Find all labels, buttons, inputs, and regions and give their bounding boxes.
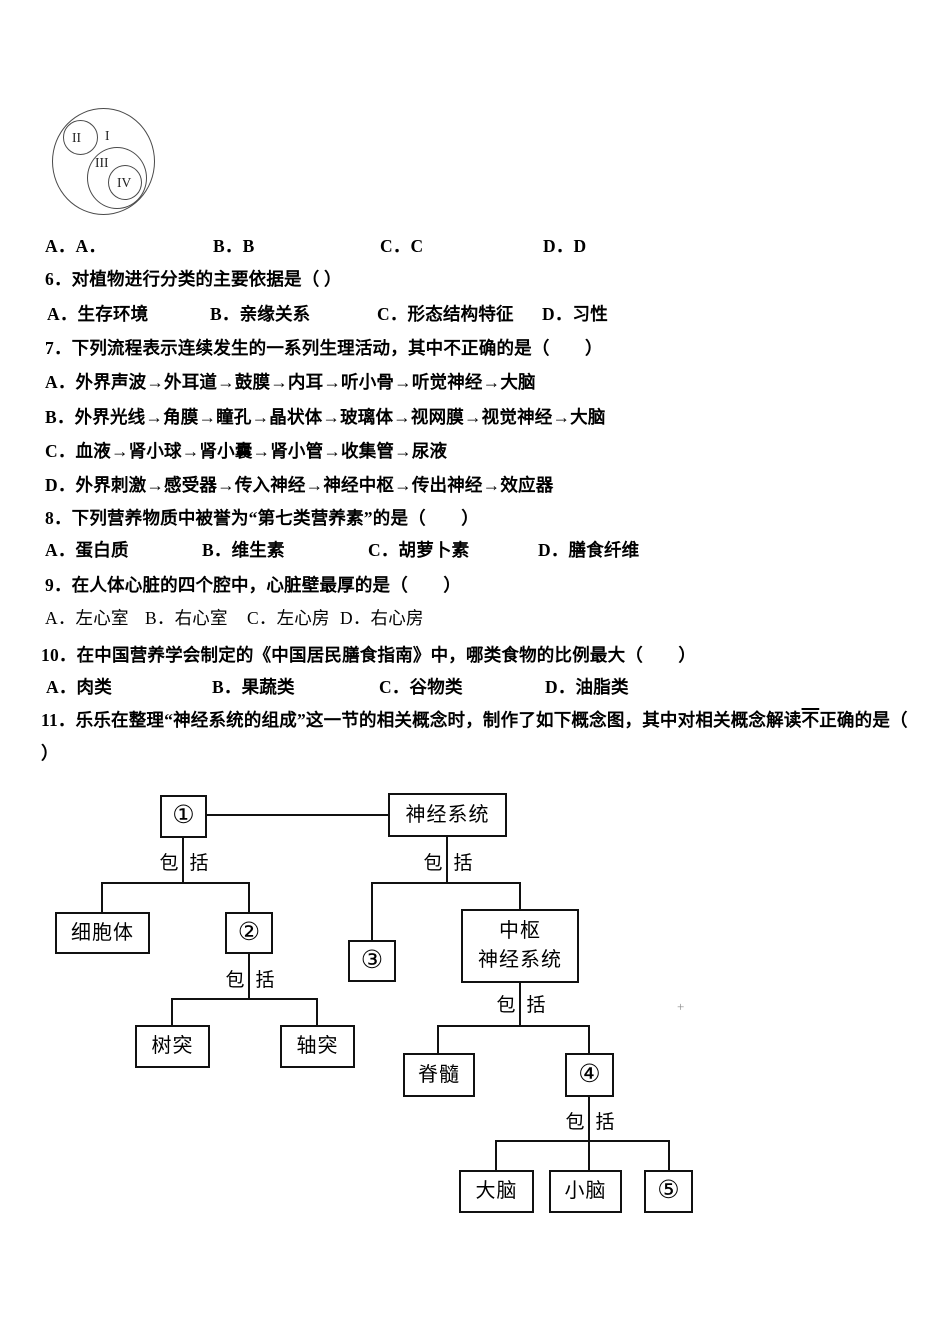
question-7-option-d: D．外界刺激→感受器→传入神经→神经中枢→传出神经→效应器 bbox=[45, 475, 554, 495]
question-6-option-c: C．形态结构特征 bbox=[377, 304, 514, 324]
include-char-kuo: 括 bbox=[453, 853, 473, 874]
question-8-stem: 8．下列营养物质中被誉为“第七类营养素”的是（ ） bbox=[45, 508, 479, 528]
connector-line bbox=[519, 983, 521, 1027]
include-char-bao: 包 bbox=[496, 995, 516, 1016]
question-6-stem: 6．对植物进行分类的主要依据是（ ） bbox=[45, 269, 342, 289]
question-9-option-a: A．左心室 bbox=[45, 608, 129, 628]
connector-line bbox=[171, 998, 318, 1000]
connector-line bbox=[101, 882, 250, 884]
venn-circle-IV bbox=[108, 165, 142, 200]
include-char-bao: 包 bbox=[225, 970, 245, 991]
concept-node-cerebellum: 小脑 bbox=[549, 1170, 622, 1213]
edge-label-include: 包括 bbox=[496, 996, 545, 1015]
question-10-option-c: C．谷物类 bbox=[379, 677, 463, 697]
connector-line bbox=[495, 1140, 497, 1171]
connector-line bbox=[446, 837, 448, 884]
question-6-option-a: A．生存环境 bbox=[47, 304, 149, 324]
concept-node-cerebrum: 大脑 bbox=[459, 1170, 534, 1213]
question-6-option-d: D．习性 bbox=[542, 304, 608, 324]
question-10-option-a: A．肉类 bbox=[46, 677, 112, 697]
concept-node-nervous-system: 神经系统 bbox=[388, 793, 507, 837]
question-9-stem: 9．在人体心脏的四个腔中，心脏壁最厚的是（ ） bbox=[45, 575, 462, 595]
central-line2: 神经系统 bbox=[478, 949, 562, 971]
connector-line bbox=[588, 1097, 590, 1142]
question-10-option-d: D．油脂类 bbox=[545, 677, 629, 697]
concept-node-3: ③ bbox=[348, 940, 396, 982]
concept-node-5: ⑤ bbox=[644, 1170, 693, 1213]
central-line1: 中枢 bbox=[499, 920, 541, 942]
question-11-stem-after: 正确的是（ bbox=[819, 710, 908, 730]
question-10-option-b: B．果蔬类 bbox=[212, 677, 295, 697]
answer-row-option-b: B．B bbox=[213, 236, 255, 256]
connector-line bbox=[437, 1025, 439, 1054]
edge-label-include: 包括 bbox=[159, 854, 208, 873]
answer-row-option-a: A．A． bbox=[45, 236, 107, 256]
concept-node-axon: 轴突 bbox=[280, 1025, 355, 1068]
concept-node-central-nervous-system: 中枢神经系统 bbox=[461, 909, 579, 983]
venn-label-I: I bbox=[105, 128, 110, 143]
include-char-kuo: 括 bbox=[255, 970, 275, 991]
answer-row-option-d: D．D bbox=[543, 236, 587, 256]
include-char-kuo: 括 bbox=[595, 1112, 615, 1133]
question-8-option-c: C．胡萝卜素 bbox=[368, 540, 470, 560]
concept-node-dendrite: 树突 bbox=[135, 1025, 210, 1068]
include-char-kuo: 括 bbox=[526, 995, 546, 1016]
concept-node-2: ② bbox=[225, 912, 273, 954]
connector-line bbox=[248, 882, 250, 912]
question-10-stem: 10．在中国营养学会制定的《中国居民膳食指南》中，哪类食物的比例最大（ ） bbox=[41, 645, 697, 665]
venn-label-IV: IV bbox=[117, 175, 132, 190]
question-11-stem-before: 11．乐乐在整理“神经系统的组成”这一节的相关概念时，制作了如下概念图，其中对相… bbox=[41, 710, 802, 730]
venn-circle-III bbox=[87, 147, 147, 209]
venn-label-III: III bbox=[95, 155, 109, 170]
connector-line bbox=[495, 1140, 670, 1142]
connector-line bbox=[316, 998, 318, 1026]
question-8-option-d: D．膳食纤维 bbox=[538, 540, 640, 560]
question-11-stem-line2: ） bbox=[41, 743, 59, 763]
concept-node-4: ④ bbox=[565, 1053, 614, 1097]
question-11-stem-line1: 11．乐乐在整理“神经系统的组成”这一节的相关概念时，制作了如下概念图，其中对相… bbox=[41, 710, 908, 730]
include-char-kuo: 括 bbox=[189, 853, 209, 874]
concept-node-spinal-cord: 脊髓 bbox=[403, 1053, 475, 1097]
connector-line bbox=[668, 1140, 670, 1171]
question-7-option-c: C．血液→肾小球→肾小囊→肾小管→收集管→尿液 bbox=[45, 441, 448, 461]
question-11-stem-emphasis: 不 bbox=[801, 710, 820, 730]
question-7-option-a: A．外界声波→外耳道→鼓膜→内耳→听小骨→听觉神经→大脑 bbox=[45, 372, 536, 392]
answer-row-option-c: C．C bbox=[380, 236, 424, 256]
edge-label-include: 包括 bbox=[225, 971, 274, 990]
concept-node-cell-body: 细胞体 bbox=[55, 912, 150, 954]
stray-plus-mark: + bbox=[677, 999, 685, 1014]
venn-outer-circle-I bbox=[52, 108, 155, 215]
connector-line bbox=[588, 1140, 590, 1171]
question-6-option-b: B．亲缘关系 bbox=[210, 304, 311, 324]
question-7-option-b: B．外界光线→角膜→瞳孔→晶状体→玻璃体→视网膜→视觉神经→大脑 bbox=[45, 407, 606, 427]
include-char-bao: 包 bbox=[565, 1112, 585, 1133]
include-char-bao: 包 bbox=[159, 853, 179, 874]
connector-line bbox=[371, 882, 521, 884]
connector-line bbox=[248, 954, 250, 1000]
connector-line bbox=[101, 882, 103, 912]
question-8-option-a: A．蛋白质 bbox=[45, 540, 129, 560]
question-7-stem: 7．下列流程表示连续发生的一系列生理活动，其中不正确的是（ ） bbox=[45, 338, 603, 358]
connector-line bbox=[182, 838, 184, 884]
connector-line bbox=[588, 1025, 590, 1054]
connector-line bbox=[437, 1025, 590, 1027]
concept-map: 包括 包括 包括 包括 包括 ① 神经系统 细胞体 ② ③ 中枢神经系统 树突 … bbox=[40, 780, 740, 1260]
question-8-option-b: B．维生素 bbox=[202, 540, 285, 560]
question-9-option-d: D．右心房 bbox=[340, 608, 424, 628]
connector-line bbox=[207, 814, 388, 816]
venn-label-II: II bbox=[72, 130, 81, 145]
connector-line bbox=[519, 882, 521, 909]
concept-node-1: ① bbox=[160, 795, 207, 838]
venn-diagram: I II III IV bbox=[45, 100, 170, 220]
connector-line bbox=[171, 998, 173, 1026]
question-9-option-b: B．右心室 bbox=[145, 608, 228, 628]
venn-circle-II bbox=[63, 120, 98, 155]
edge-label-include: 包括 bbox=[565, 1113, 614, 1132]
question-9-option-c: C．左心房 bbox=[247, 608, 330, 628]
edge-label-include: 包括 bbox=[423, 854, 472, 873]
include-char-bao: 包 bbox=[423, 853, 443, 874]
connector-line bbox=[371, 882, 373, 940]
